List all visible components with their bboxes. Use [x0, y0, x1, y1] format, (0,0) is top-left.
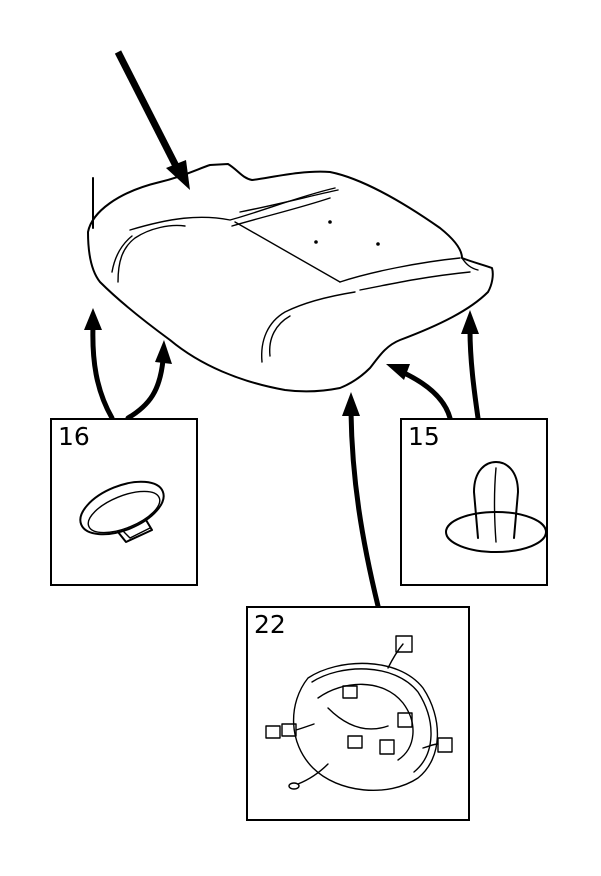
callout-15-arrows: [386, 310, 481, 421]
wiring-harness-icon: [265, 635, 453, 792]
push-rivet-icon: [445, 461, 546, 553]
callout-label-16: 16: [58, 422, 90, 451]
callout-22-arrow: [342, 392, 381, 609]
strap-clip-icon: [79, 480, 165, 543]
main-pointer-arrow: [114, 50, 190, 190]
callout-box-15: 15: [400, 418, 548, 586]
callout-16-arrows: [84, 308, 172, 421]
callout-box-16: 16: [50, 418, 198, 586]
callout-label-15: 15: [408, 422, 440, 451]
seat-cushion: [87, 163, 494, 393]
callout-box-22: 22: [246, 606, 470, 821]
callout-label-22: 22: [254, 610, 286, 639]
